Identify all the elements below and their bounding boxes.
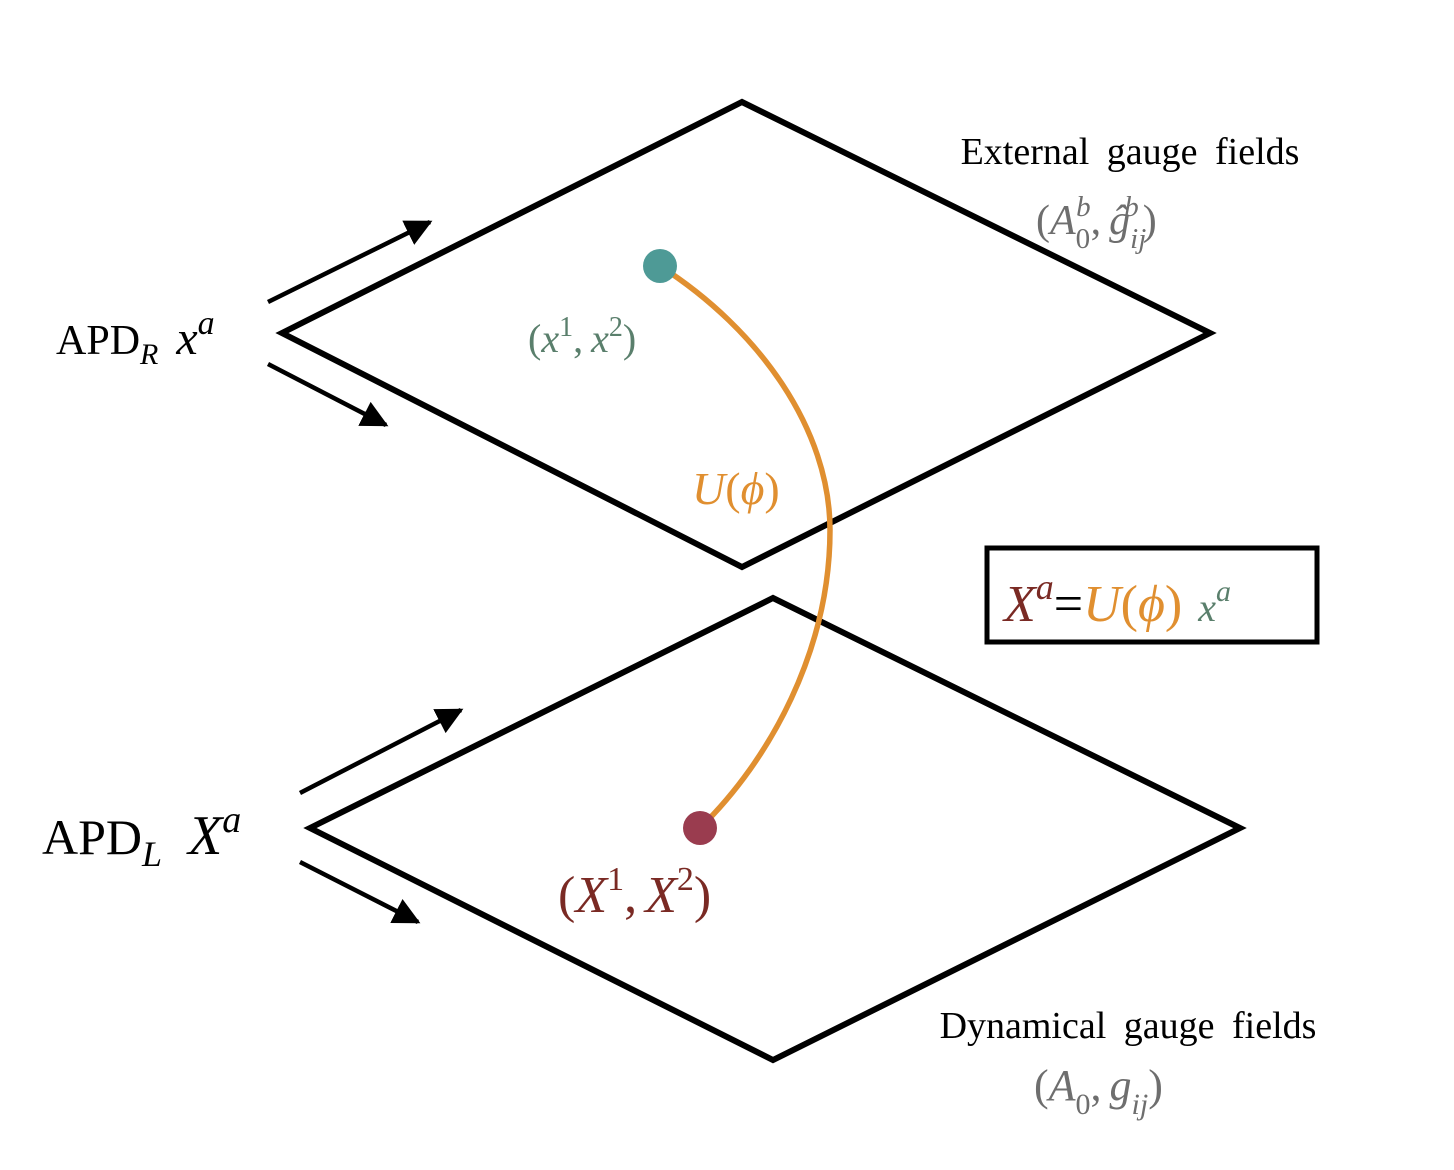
lower-plane: [303, 594, 1247, 1064]
upper-arrow-down: [266, 362, 389, 427]
upper-point-label: (x1,x2): [528, 312, 636, 361]
upper-plane-title: External gauge fields: [961, 131, 1300, 173]
lower-point-label: (X1,X2): [558, 861, 711, 924]
map-curve: [658, 263, 833, 830]
upper-fields-label: (A0b,ĝijb): [1036, 191, 1157, 255]
lower-point: [683, 811, 717, 845]
equation-box: [984, 545, 1320, 645]
lower-plane-title: Dynamical gauge fields: [940, 1005, 1317, 1047]
equation: Xa=U(ϕ)xa: [1002, 567, 1231, 633]
lower-fields-label: (A0,gij): [1034, 1061, 1163, 1121]
map-label: U(ϕ): [692, 463, 780, 514]
lower-arrow-down: [298, 859, 421, 925]
upper-plane: [275, 98, 1217, 571]
upper-point: [643, 249, 677, 283]
lower-arrow-up: [298, 708, 464, 795]
upper-arrow-up: [267, 219, 433, 305]
